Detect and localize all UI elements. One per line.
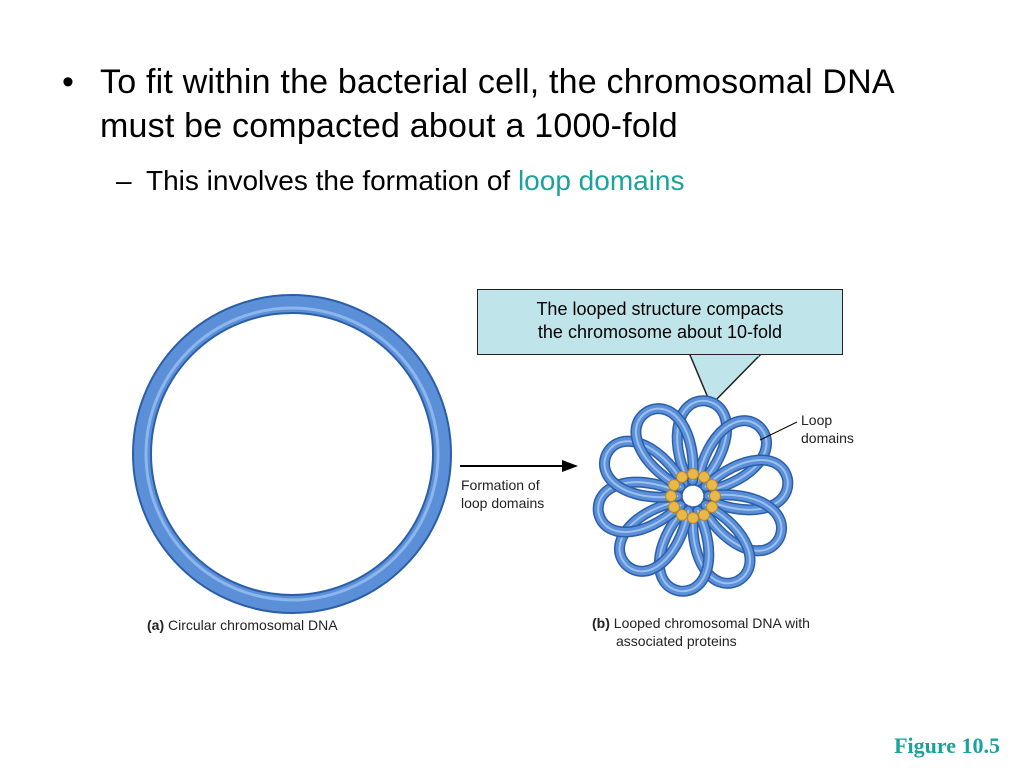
- loop-domain: [700, 454, 794, 516]
- sub-bullet-dash: –: [116, 165, 132, 196]
- panel-a-caption: (a) Circular chromosomal DNA: [147, 616, 338, 634]
- sub-bullet-text: This involves the formation of loop doma…: [146, 163, 685, 199]
- panel-b-caption: (b) Looped chromosomal DNA with associat…: [592, 614, 810, 650]
- sub-bullet-prefix: This involves the formation of: [146, 165, 518, 196]
- arrow-label-line1: Formation of: [461, 477, 540, 493]
- associated-proteins: [665, 468, 721, 524]
- loop-label-leader: [759, 421, 798, 441]
- circular-dna: [132, 294, 452, 614]
- formation-arrow: [460, 460, 578, 472]
- panel-a-letter: (a): [147, 617, 165, 633]
- looped-dna: [592, 395, 794, 597]
- loop-domain: [692, 415, 772, 497]
- bullet-dot: •: [62, 63, 74, 101]
- arrow-label: Formation of loop domains: [461, 476, 544, 512]
- callout-line2: the chromosome about 10-fold: [537, 322, 783, 342]
- panel-b-text-line1: Looped chromosomal DNA with: [613, 615, 810, 631]
- loop-domain: [614, 495, 694, 577]
- panel-a-text: Circular chromosomal DNA: [168, 617, 338, 633]
- loop-label-line1: Loop: [801, 412, 833, 428]
- loop-domain: [592, 476, 686, 538]
- loop-domain: [653, 503, 715, 597]
- loop-domain: [697, 489, 787, 557]
- sub-bullet-highlight: loop domains: [517, 165, 685, 196]
- callout-line1: The looped structure compacts: [536, 299, 784, 319]
- main-bullet-text: To fit within the bacterial cell, the ch…: [100, 63, 893, 145]
- loop-domain: [671, 395, 733, 489]
- panel-b-text-line2: associated proteins: [616, 633, 737, 649]
- arrow-label-line2: loop domains: [461, 495, 545, 511]
- callout-box: The looped structure compacts the chromo…: [477, 289, 843, 355]
- panel-b-letter: (b): [592, 615, 610, 631]
- loop-domain: [687, 499, 756, 589]
- figure-number: Figure 10.5: [894, 733, 1000, 758]
- loop-domain: [630, 403, 699, 493]
- loop-domains-label: Loop domains: [801, 411, 854, 447]
- loop-domain: [599, 435, 689, 503]
- loop-label-line2: domains: [801, 430, 854, 446]
